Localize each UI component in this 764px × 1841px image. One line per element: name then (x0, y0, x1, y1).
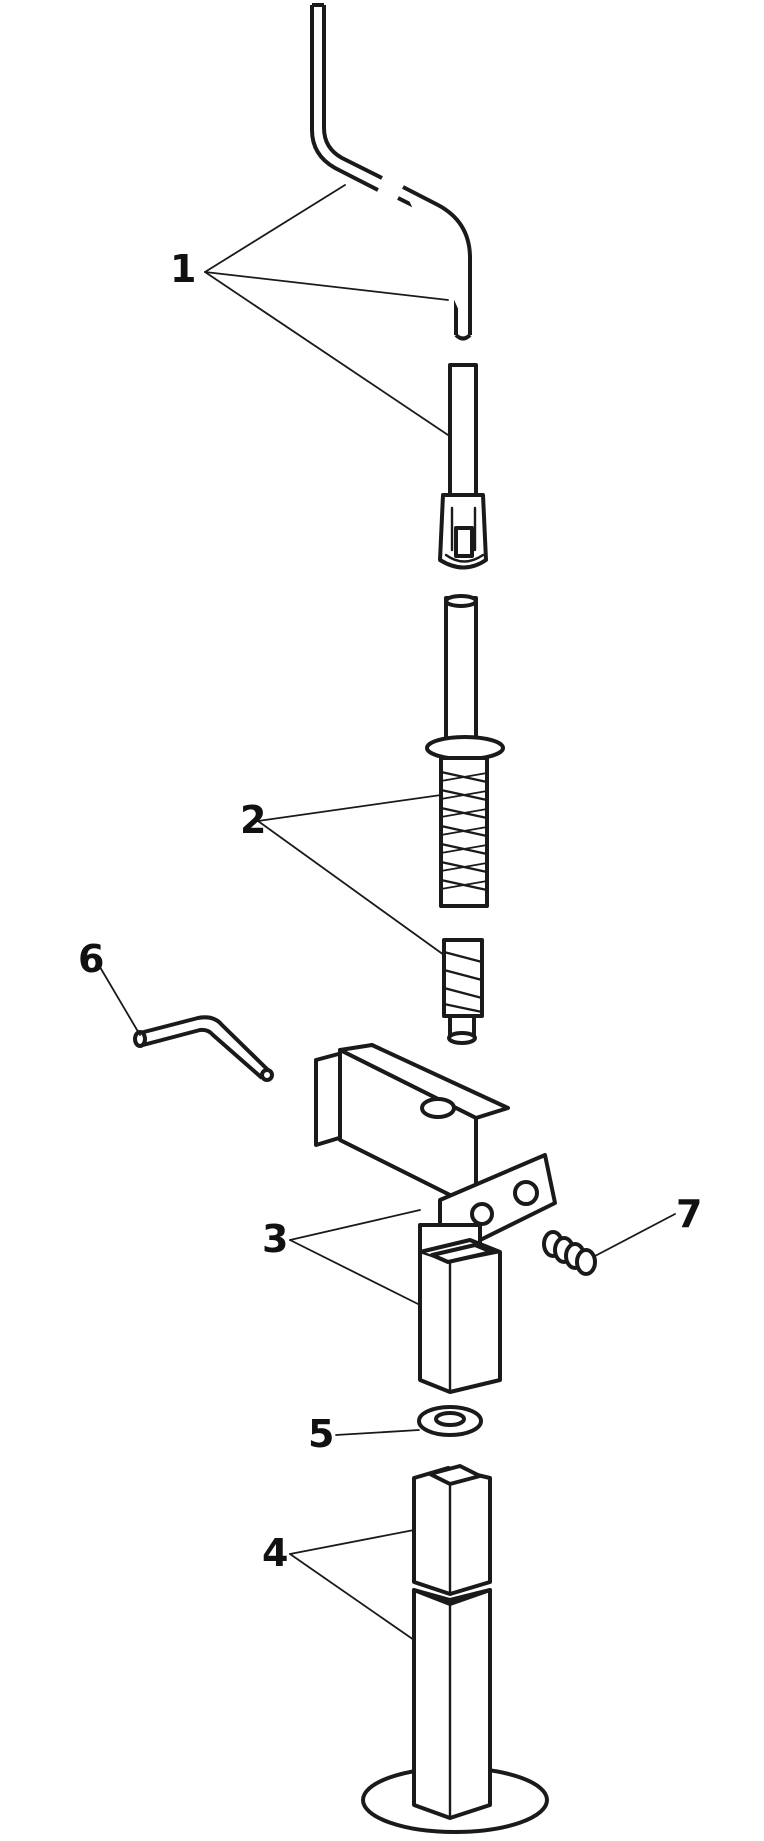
part-1-handle-lower (397, 185, 472, 341)
callout-4: 4 (262, 1531, 289, 1575)
callout-7: 7 (676, 1192, 703, 1236)
callout-3: 3 (262, 1217, 289, 1261)
callout-5: 5 (308, 1412, 335, 1456)
callout-6: 6 (78, 937, 105, 981)
part-2-spring-upper (439, 756, 489, 908)
callout-1: 1 (170, 247, 197, 291)
part-5-washer (417, 1405, 483, 1437)
part-2-shaft (425, 594, 505, 761)
part-7-small-spring (542, 1230, 597, 1276)
part-3-bracket-housing (314, 1043, 557, 1287)
part-1-handle-upper (310, 3, 383, 192)
leader-lines (96, 184, 676, 1641)
part-1-rod-with-clevis (438, 363, 488, 570)
part-6-l-pin (133, 1015, 274, 1082)
part-3-square-block (418, 1238, 502, 1394)
part-2-spring-lower (442, 938, 484, 1045)
part-4-base-post (361, 1464, 549, 1834)
callout-2: 2 (240, 798, 267, 842)
